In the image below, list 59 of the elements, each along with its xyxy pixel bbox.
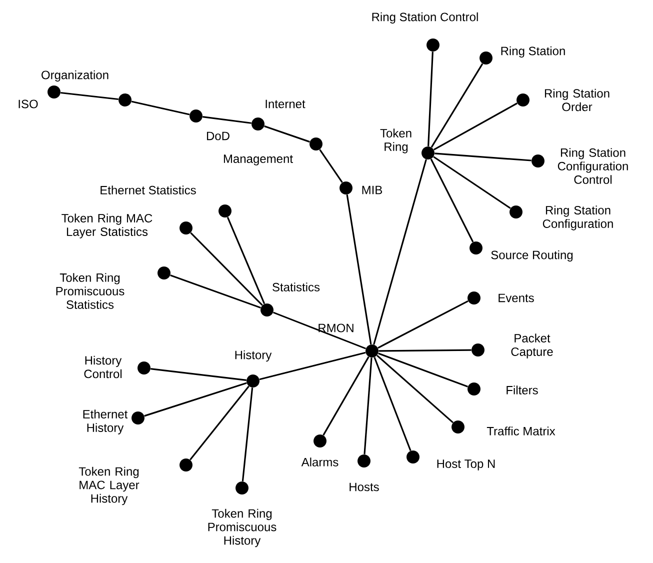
connector-line [428, 52, 434, 146]
node-label: MIB [362, 186, 382, 194]
node-label: ISO [18, 100, 38, 108]
connector-line [374, 356, 412, 452]
connector-line [433, 156, 511, 209]
connector-line [364, 358, 372, 454]
connector-line [226, 216, 266, 304]
connector-line [60, 92, 118, 100]
connector-line [150, 368, 246, 381]
node-label: Token Ring Promiscuous History [208, 508, 276, 548]
connector-line [272, 312, 366, 350]
connector-line [170, 274, 261, 308]
node-label: History Control [84, 356, 122, 378]
node-label: Traffic Matrix [486, 426, 556, 436]
node-label: Token Ring [380, 128, 412, 154]
node-label: RMON [318, 324, 354, 332]
node-label: DoD [207, 132, 230, 140]
node-label: Ring Station Configuration Control [558, 148, 628, 184]
node-label: Ring Station Configuration [542, 206, 613, 230]
node-label: Ring Station Order [544, 88, 610, 112]
connector-line [319, 149, 343, 183]
node-label: Events [498, 294, 534, 302]
node-label: Host Top N [437, 460, 495, 470]
connector-line [190, 232, 263, 306]
connector-line [202, 116, 252, 124]
node-label: Packet Capture [511, 334, 553, 358]
connector-line [373, 159, 427, 345]
node-label: Organization [42, 70, 108, 82]
node-label: Source Routing [491, 250, 573, 262]
node-label: Token Ring Promiscuous Statistics [56, 273, 124, 309]
connector-line [430, 63, 484, 148]
node-label: Internet [266, 100, 306, 108]
node-label: Ethernet Statistics [100, 186, 196, 194]
node-label: Alarms [301, 458, 338, 466]
connector-line [378, 349, 472, 352]
connector-line [376, 354, 454, 424]
node-label: Ring Station Control [372, 12, 478, 24]
connector-line [433, 102, 518, 150]
node-label: Filters [506, 386, 538, 394]
node-label: Statistics [272, 282, 320, 292]
node-label: Management [224, 154, 293, 166]
connector-line [259, 352, 366, 380]
connector-line [131, 100, 190, 116]
node-label: Token Ring MAC Layer History [78, 466, 140, 506]
connector-line [434, 152, 532, 162]
connector-line [430, 158, 474, 242]
connector-line [346, 194, 372, 344]
connector-line [322, 356, 370, 436]
connector-line [144, 382, 247, 417]
connector-line [190, 386, 250, 460]
node-label: History [235, 350, 272, 362]
connector-line [242, 388, 254, 482]
connector-line [264, 125, 310, 143]
node-label: Ethernet History [83, 410, 128, 434]
node-label: Token Ring MAC Layer Statistics [62, 214, 152, 238]
connector-line [378, 352, 468, 388]
node-label: Hosts [350, 482, 379, 492]
node-label: Ring Station [501, 46, 565, 58]
connector-line [378, 300, 468, 349]
